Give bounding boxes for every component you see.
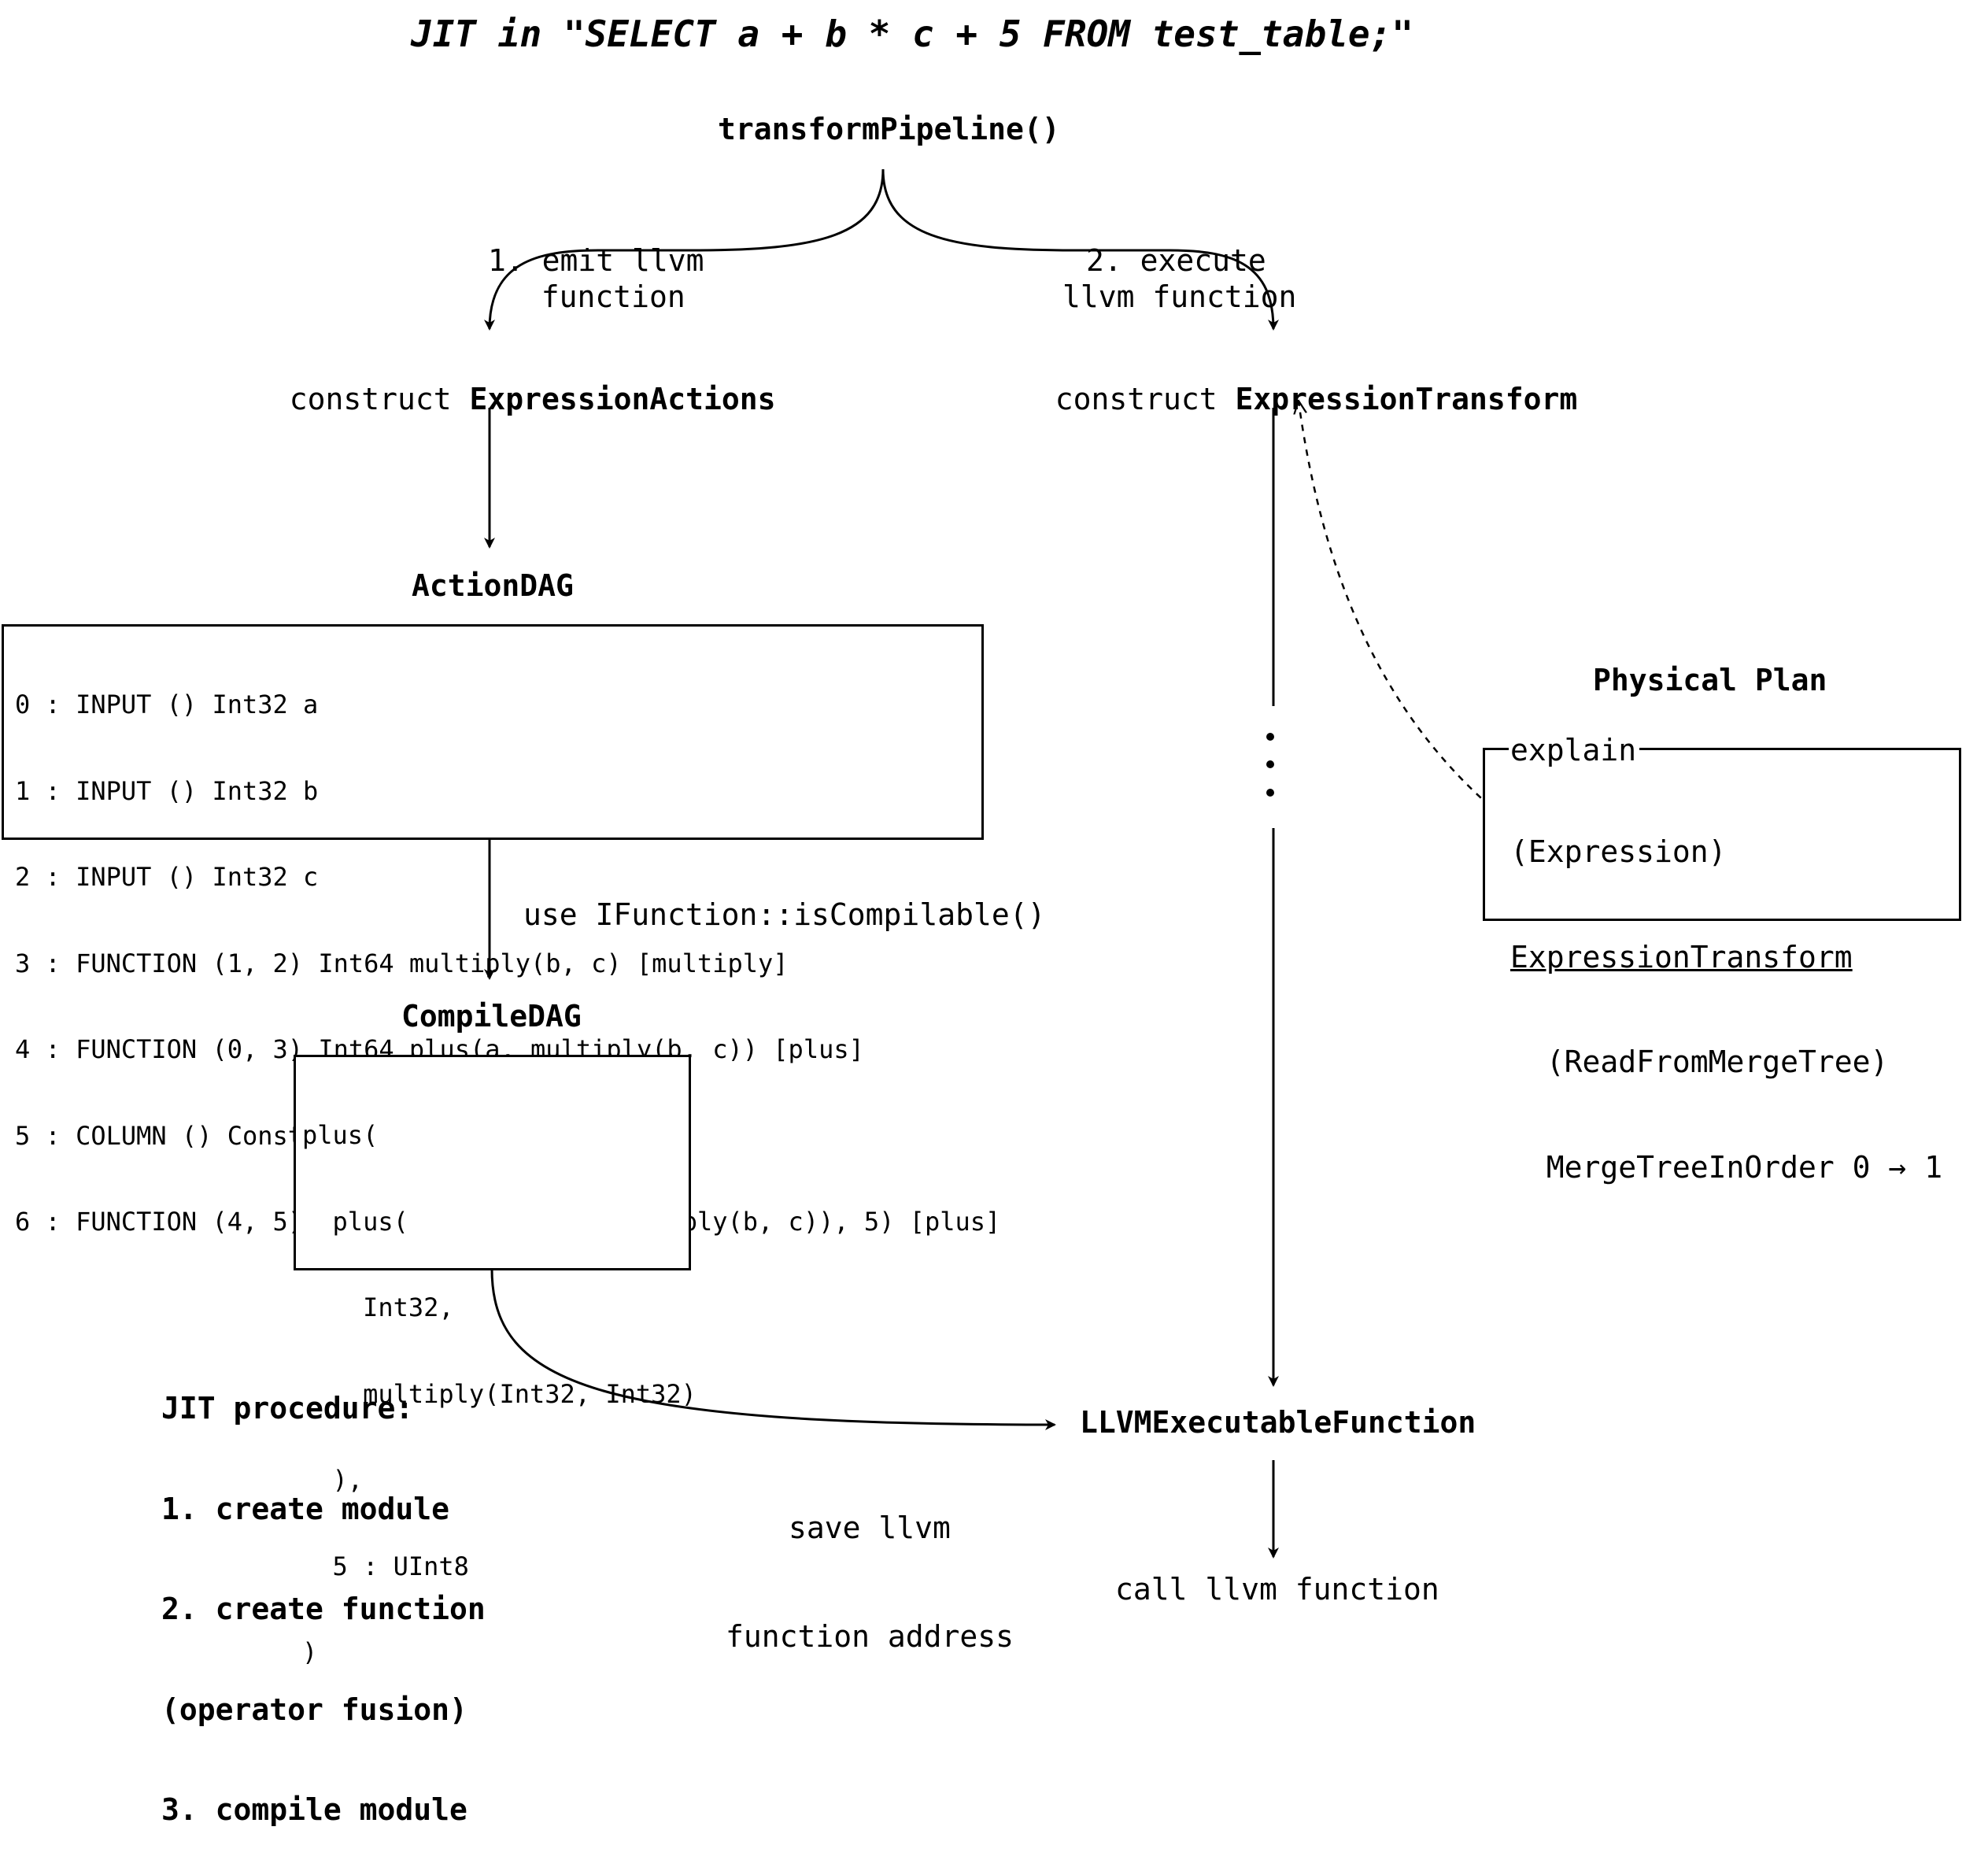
edge-execute-llvm-function (881, 168, 1279, 331)
compiledag-line: Int32, (302, 1292, 454, 1322)
node-transform-pipeline: transformPipeline() (718, 112, 1060, 146)
edge-physical-plan-pointer (1299, 401, 1510, 823)
node-llvm-executable-function: LLVMExecutableFunction (1080, 1405, 1476, 1440)
physical-plan-line: (Expression) (1510, 834, 1727, 869)
ellipsis-dot (1266, 733, 1274, 741)
edge-save-llvm-function-address (490, 1268, 1056, 1430)
ellipsis-dot (1266, 789, 1274, 797)
actiondag-line: 3 : FUNCTION (1, 2) Int64 multiply(b, c)… (15, 948, 789, 978)
physical-plan-line-expression-transform: ExpressionTransform (1510, 939, 1853, 974)
node-call-llvm-function: call llvm function (1115, 1572, 1439, 1607)
node-construct-expression-actions: construct ExpressionActions (289, 382, 776, 416)
edge-label-save: save llvm function address (726, 1511, 1014, 1654)
physical-plan-line: MergeTreeInOrder 0 → 1 (1510, 1149, 1943, 1185)
compiledag-code: plus( plus( Int32, multiply(Int32, Int32… (302, 1063, 697, 1725)
physical-plan-line: (ReadFromMergeTree) (1510, 1045, 1889, 1079)
actiondag-line: 0 : INPUT () Int32 a (15, 690, 319, 719)
compiledag-line: 5 : UInt8 (302, 1551, 469, 1581)
compiledag-line: plus( (302, 1206, 408, 1237)
page-title: JIT in "SELECT a + b * c + 5 FROM test_t… (411, 13, 1413, 55)
physical-plan-box: explain (Expression) ExpressionTransform… (1483, 734, 1961, 1185)
ellipsis-dot (1266, 760, 1274, 768)
actiondag-heading: ActionDAG (412, 568, 574, 603)
compiledag-line: ), (302, 1465, 364, 1495)
compiledag-line: plus( (302, 1120, 379, 1150)
compiledag-line: multiply(Int32, Int32) (302, 1378, 697, 1409)
node-construct-expression-transform: construct ExpressionTransform (1055, 382, 1578, 416)
flow-diagram (484, 168, 1510, 1559)
jit-procedure-note: JIT procedure: 1. create module 2. creat… (161, 1391, 486, 1827)
edge-emit-llvm-function (484, 168, 885, 331)
edge-label-compilable: use IFunction::isCompilable() (523, 897, 1046, 932)
actiondag-box: 0 : INPUT () Int32 a 1 : INPUT () Int32 … (2, 624, 1000, 1236)
physical-plan-heading: Physical Plan (1593, 663, 1827, 697)
physical-plan-lines: (Expression) ExpressionTransform (ReadFr… (1510, 764, 1942, 1255)
compiledag-heading: CompileDAG (401, 999, 582, 1034)
actiondag-line: 2 : INPUT () Int32 c (15, 862, 319, 892)
physical-plan-legend: explain (1509, 734, 1640, 766)
actiondag-line: 1 : INPUT () Int32 b (15, 775, 319, 806)
compiledag-box: plus( plus( Int32, multiply(Int32, Int32… (294, 1055, 697, 1666)
